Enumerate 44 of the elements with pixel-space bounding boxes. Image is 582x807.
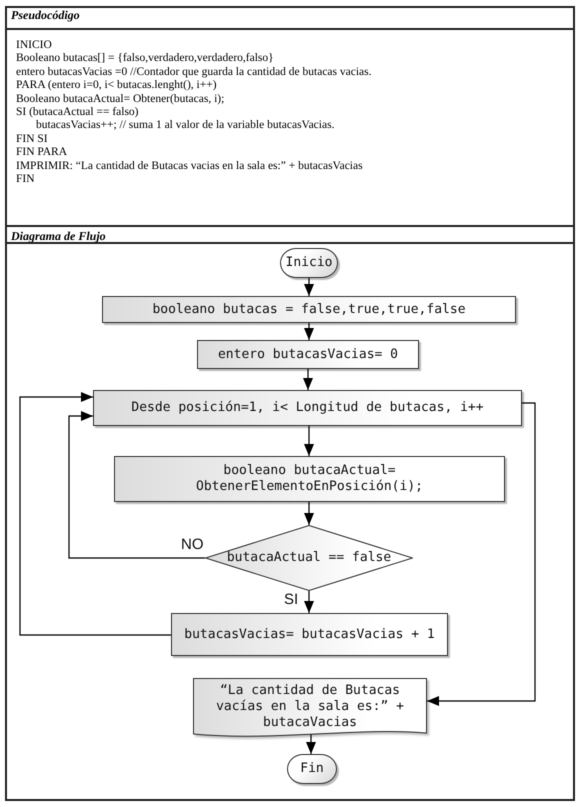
pseudocode-line: PARA (entero i=0, i< butacas.lenght(), i++) [16, 79, 217, 93]
statement-text: booleano butacaActual= ObtenerElementoEnPosición(i); [195, 463, 424, 495]
pseudocode-panel [5, 6, 575, 225]
flow-arrow [19, 392, 171, 636]
pseudocode-line: INICIO [16, 38, 52, 52]
process-box [102, 296, 516, 323]
flow-arrow [427, 402, 536, 706]
terminal-node [287, 754, 337, 784]
condition-text: butacaActual == false [226, 550, 392, 566]
process-box [93, 390, 522, 426]
process-box [197, 340, 419, 369]
process-box [114, 456, 505, 502]
terminal-node [280, 248, 338, 278]
pseudocode-line: IMPRIMIR: “La cantidad de Butacas vacias en la sala es:” + butacasVacias [16, 160, 363, 174]
pseudocode-line: entero butacasVacias =0 //Contador que guarda la cantidad de butacas vacias. [16, 66, 372, 80]
pseudocode-line: butacasVacias++; // suma 1 al valor de la variable butacasVacias. [36, 119, 334, 133]
process-box [171, 613, 448, 656]
output-text: “La cantidad de Butacas vacías en la sala es:” + butacaVacias [215, 682, 405, 730]
pseudocode-line: FIN [16, 173, 35, 187]
statement-text: Desde posición=1, i< Longitud de butacas, i++ [131, 400, 484, 416]
flow-arrow [304, 323, 314, 340]
flow-arrow [306, 734, 316, 754]
terminal-label: Inicio [286, 255, 332, 271]
pseudocode-line: FIN SI [16, 132, 48, 146]
section-title: Pseudocódigo [11, 8, 80, 22]
pseudocode-line: SI (butacaActual == falso) [16, 106, 138, 120]
statement-text: entero butacasVacias= 0 [218, 346, 398, 362]
statement-text: booleano butacas = false,true,true,false [152, 302, 466, 318]
flow-arrow [303, 369, 313, 390]
flow-arrow [304, 426, 314, 456]
flowchart-panel [5, 225, 575, 801]
flow-arrow [304, 591, 314, 613]
pseudocode-line: Booleano butacas[] = {falso,verdadero,verdadero,falso} [16, 52, 274, 66]
flow-arrow [304, 278, 314, 296]
pseudocode-line: FIN PARA [16, 146, 68, 160]
section-title: Diagrama de Flujo [11, 229, 106, 243]
edge-label: SI [284, 590, 298, 608]
flow-arrow [304, 502, 314, 525]
flow-arrow [68, 411, 205, 559]
pseudocode-line: Booleano butacaActual= Obtener(butacas, i); [16, 92, 224, 106]
edge-label: NO [181, 536, 204, 552]
statement-text: butacasVacias= butacasVacias + 1 [184, 626, 435, 642]
decision-diamond [205, 525, 413, 591]
terminal-label: Fin [300, 761, 324, 777]
